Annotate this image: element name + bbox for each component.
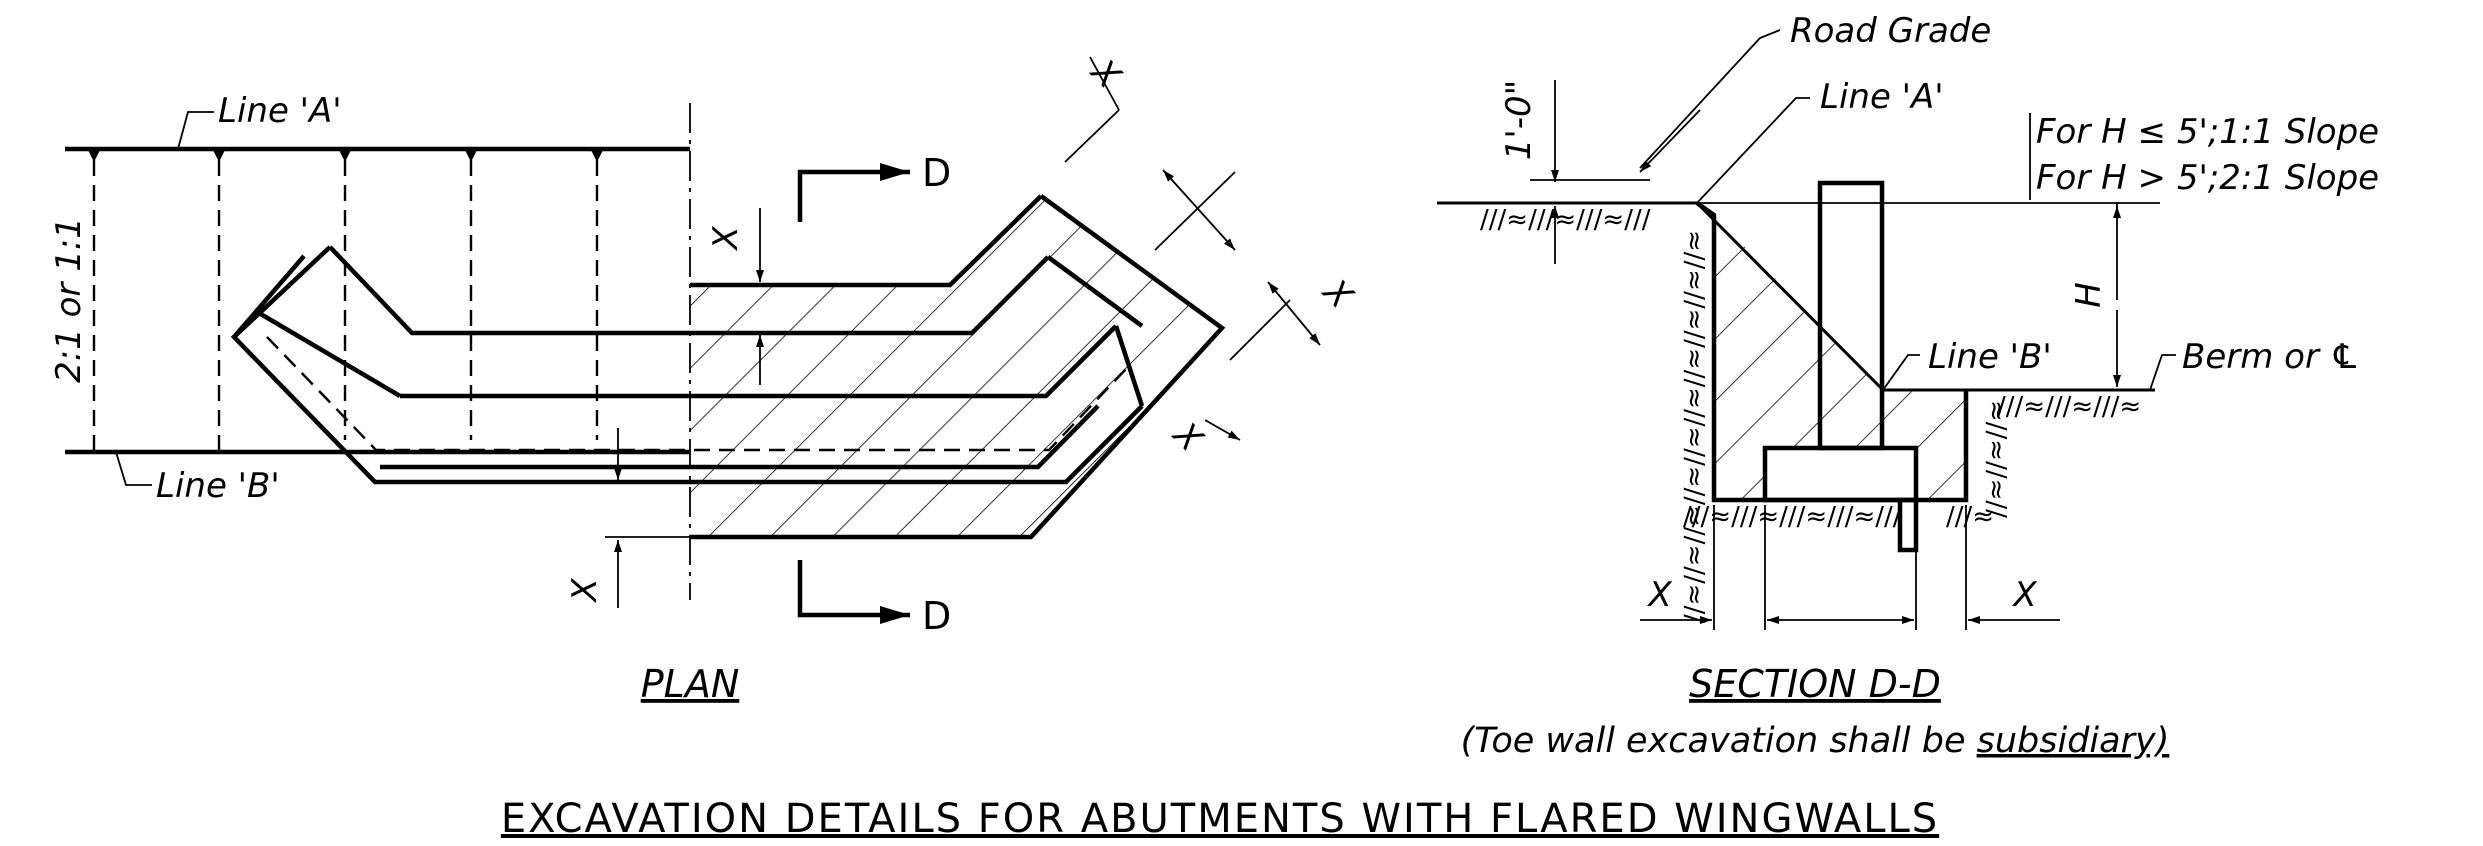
plan-dim-x-bottom-label: X: [565, 578, 605, 604]
plan-section-cut-bottom: D: [797, 560, 951, 638]
section-line-b-label: Line 'B': [1928, 337, 2052, 377]
plan-dim-x-wing-label-1: X: [1082, 50, 1129, 97]
section-dim-x-right: X: [2011, 575, 2037, 615]
section-line-a-callout: Line 'A': [1696, 77, 1944, 204]
road-grade-callout: Road Grade: [1639, 11, 1991, 173]
toe-wall: [1897, 497, 1919, 553]
section-view: ///≈///≈///≈/// ///≈///≈///≈ ///≈///≈///…: [1437, 11, 2379, 761]
plan-slope-label: 2:1 or 1:1: [49, 217, 89, 383]
plan-line-b-label: Line 'B': [156, 466, 280, 506]
section-dim-x: X X: [1640, 505, 2060, 630]
svg-text:///≈///≈///≈///≈///: ///≈///≈///≈///≈///: [1683, 502, 1902, 532]
section-mark-d-bottom: D: [922, 594, 951, 638]
slope-note-1: For H ≤ 5';1:1 Slope: [2036, 112, 2379, 152]
section-dim-1ft: 1'-0": [1499, 80, 1650, 264]
plan-title: PLAN: [641, 662, 740, 706]
svg-text:///≈///≈///≈: ///≈///≈///≈: [1997, 392, 2141, 422]
section-note: (Toe wall excavation shall be subsidiary…: [1461, 721, 2170, 761]
plan-slope-text: 2:1 or 1:1: [49, 217, 89, 383]
plan-abutment-outline: [230, 194, 1226, 540]
section-note-underlined: subsidiary): [1977, 721, 2170, 761]
section-hatched-toe: [1882, 390, 1966, 500]
main-title: EXCAVATION DETAILS FOR ABUTMENTS WITH FL…: [501, 796, 1939, 842]
section-title: SECTION D-D: [1689, 662, 1941, 706]
section-slope-line: [1695, 201, 1885, 392]
svg-text:≈//≈//≈//: ≈//≈//≈//: [1981, 400, 2011, 518]
berm-label: Berm or ℄: [2182, 337, 2360, 377]
section-line-b-callout: Line 'B': [1882, 337, 2052, 391]
plan-hatched-area: [690, 196, 1222, 537]
svg-text:///≈///≈///≈///: ///≈///≈///≈///: [1480, 205, 1651, 235]
slope-notes: For H ≤ 5';1:1 Slope For H > 5';2:1 Slop…: [2029, 112, 2379, 200]
section-h-label: H: [2069, 282, 2109, 308]
plan-section-cut-top: D: [797, 151, 951, 222]
section-1ft-label: 1'-0": [1499, 80, 1539, 161]
section-note-prefix: (Toe wall excavation shall be: [1461, 721, 1977, 761]
plan-line-a-callout: Line 'A': [177, 91, 342, 150]
abutment-footing: [1762, 445, 1919, 503]
section-dim-h: H: [2069, 203, 2121, 387]
earth-symbols: ///≈///≈///≈/// ///≈///≈///≈ ///≈///≈///…: [1480, 205, 2141, 623]
road-grade-label: Road Grade: [1790, 11, 1991, 51]
svg-text:///≈: ///≈: [1946, 502, 1994, 532]
plan-dim-x-top: X: [706, 208, 764, 385]
slope-note-2: For H > 5';2:1 Slope: [2036, 158, 2379, 198]
section-excavation-outline: [1695, 201, 1969, 503]
plan-line-b-callout: Line 'B': [115, 451, 280, 506]
section-hatched-area: [1714, 215, 1883, 500]
section-dim-x-left: X: [1646, 575, 1672, 615]
plan-slope-lines: [92, 160, 599, 452]
plan-dim-x-wing-label-2: X: [1314, 270, 1361, 317]
berm-callout: Berm or ℄: [2149, 337, 2360, 391]
plan-view: 2:1 or 1:1 Line 'A' Line 'B' D D X: [49, 50, 1361, 706]
plan-dim-x-bottom: X: [565, 428, 690, 608]
plan-dim-x-wing-label-3: X: [1164, 413, 1211, 460]
plan-line-a-label: Line 'A': [218, 91, 342, 131]
section-line-a-label: Line 'A': [1820, 77, 1944, 117]
plan-line-a-markers: [88, 150, 603, 162]
svg-text:≈//≈//≈//≈//≈//≈//≈//≈//≈//≈//: ≈//≈//≈//≈//≈//≈//≈//≈//≈//≈//: [1679, 230, 1709, 623]
plan-dim-x-top-label: X: [706, 226, 746, 252]
section-mark-d-top: D: [922, 151, 951, 195]
